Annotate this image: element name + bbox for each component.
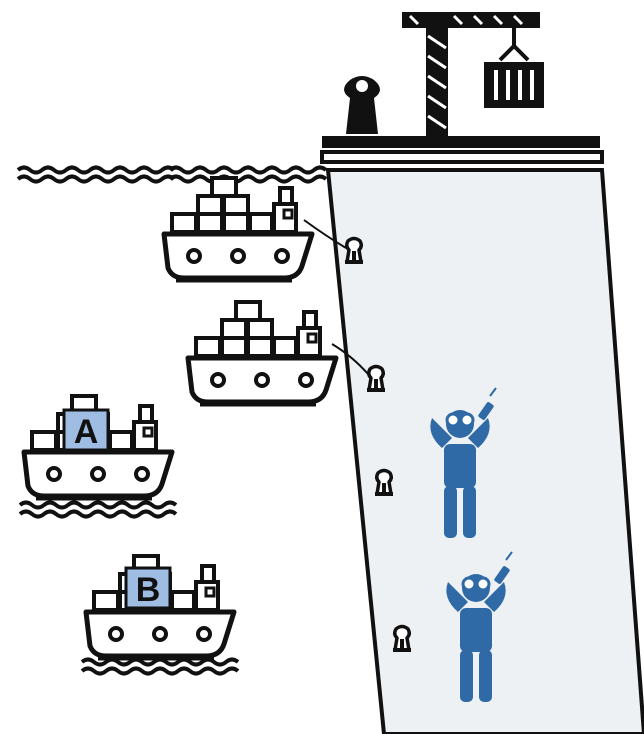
quay-deck — [322, 136, 600, 148]
bollard-icon — [373, 468, 395, 498]
quay-deck-edge — [320, 150, 604, 164]
ship-b-label-box — [124, 566, 172, 610]
deck-bollard-icon — [344, 76, 380, 134]
bollard-icon — [391, 624, 413, 654]
container-icon — [484, 62, 544, 108]
ship-moored-lower — [188, 302, 336, 404]
wave-icon — [80, 657, 240, 676]
quay — [325, 168, 644, 734]
wave-icon — [168, 165, 328, 184]
mooring-line — [303, 219, 347, 249]
wave-icon — [18, 500, 178, 519]
bollard-icon — [365, 364, 387, 394]
ship-a-label: A — [74, 413, 99, 451]
ship-b-label: B — [136, 571, 161, 609]
bollard-icon — [343, 236, 365, 266]
ship-moored-upper — [164, 178, 312, 280]
crane-icon — [402, 12, 540, 136]
mooring-line — [331, 343, 369, 375]
ship-a-label-box — [62, 408, 110, 452]
wave-icon — [16, 165, 176, 184]
